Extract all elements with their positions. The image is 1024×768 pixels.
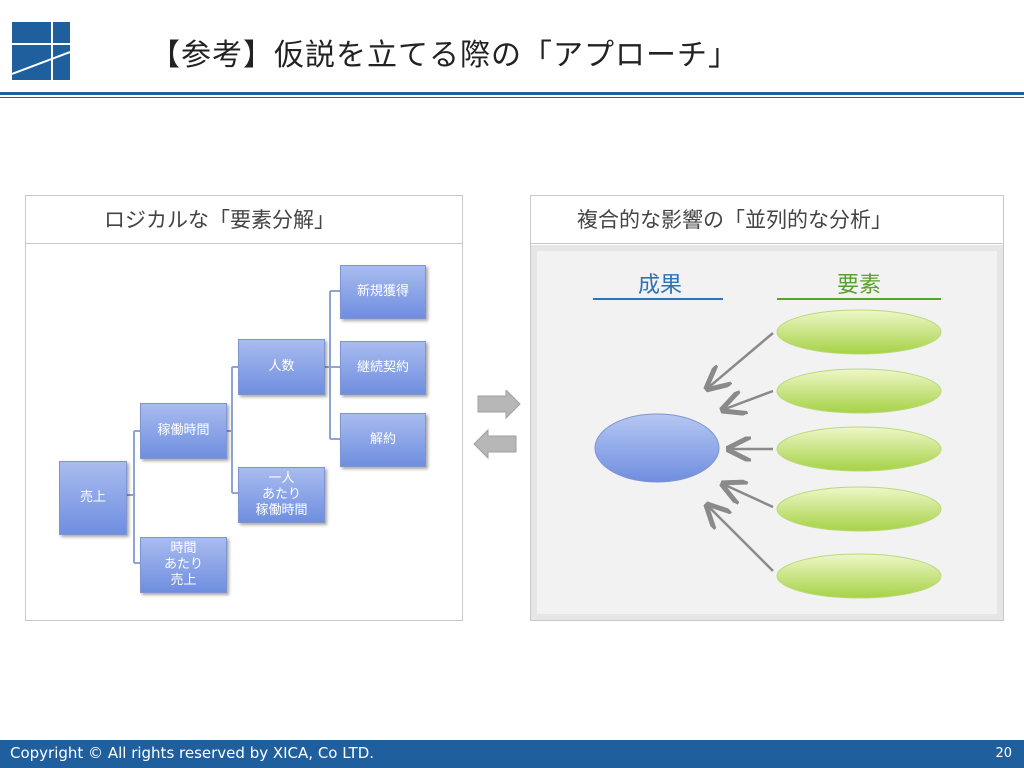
header-rule-thin (0, 97, 1024, 98)
node-headcount: 人数 (238, 339, 325, 395)
parallel-diagram (594, 309, 942, 599)
node-cancellation: 解約 (340, 413, 426, 467)
logic-tree-body: 売上 稼働時間 時間 あたり 売上 人数 一人 あたり 稼働時間 新規獲得 継続… (26, 245, 462, 620)
page-number: 20 (995, 746, 1012, 761)
slide-title: 【参考】仮説を立てる際の「アプローチ」 (150, 38, 739, 73)
parallel-analysis-body: 成果 要素 (531, 245, 1003, 620)
arrow-2 (725, 389, 774, 409)
factor-ellipse-1 (776, 309, 942, 355)
node-hours-per-person: 一人 あたり 稼働時間 (238, 467, 325, 523)
footer-bar: Copyright © All rights reserved by XICA,… (0, 740, 1024, 768)
logic-tree-panel: ロジカルな「要素分解」 売上 稼働時間 (25, 195, 463, 621)
swap-arrows-icon (473, 390, 521, 460)
parallel-analysis-heading: 複合的な影響の「並列的な分析」 (531, 196, 1003, 244)
copyright-text: Copyright © All rights reserved by XICA,… (10, 744, 375, 762)
node-work-hours: 稼働時間 (140, 403, 227, 459)
node-new-acquisition: 新規獲得 (340, 265, 426, 319)
factor-ellipse-5 (776, 553, 942, 599)
factor-ellipse-2 (776, 368, 942, 414)
logic-tree-heading: ロジカルな「要素分解」 (26, 196, 462, 244)
factor-ellipse-3 (776, 426, 942, 472)
node-sales-per-hour: 時間 あたり 売上 (140, 537, 227, 593)
result-underline (593, 298, 723, 300)
factor-ellipse-4 (776, 486, 942, 532)
arrow-1 (709, 332, 774, 387)
result-label: 成果 (637, 273, 682, 298)
company-logo (12, 22, 70, 80)
header-rule (0, 92, 1024, 95)
node-renewal: 継続契約 (340, 341, 426, 395)
arrow-5 (709, 507, 774, 572)
arrow-4 (725, 485, 774, 509)
result-ellipse (594, 413, 720, 483)
parallel-analysis-panel: 複合的な影響の「並列的な分析」 成果 要素 (530, 195, 1004, 621)
factor-underline (777, 298, 941, 300)
node-sales: 売上 (59, 461, 127, 535)
factor-label: 要素 (836, 273, 881, 298)
